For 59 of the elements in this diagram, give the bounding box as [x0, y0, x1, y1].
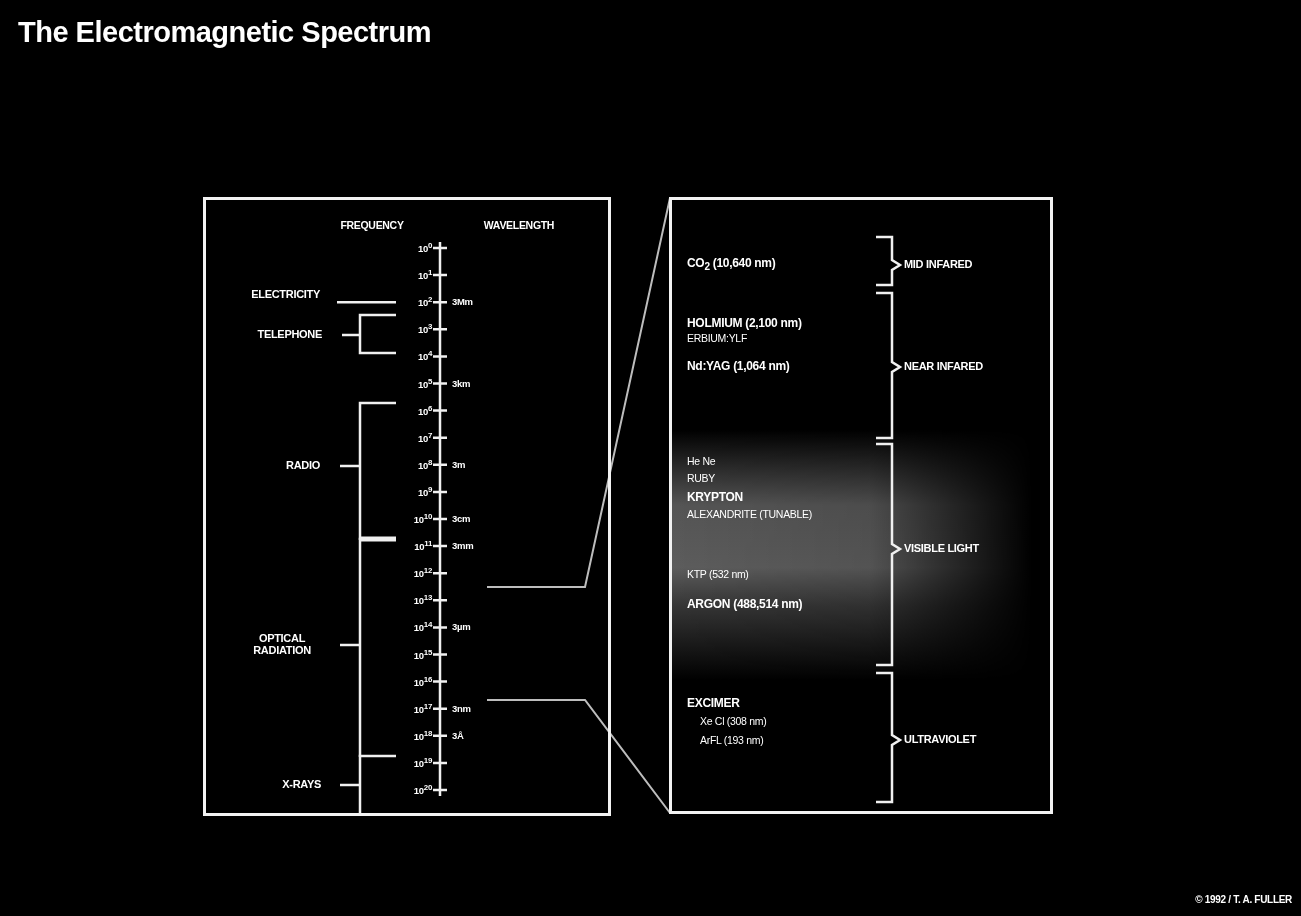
frequency-tick-label: 10$^{6}$	[417, 404, 432, 417]
band-label: NEAR INFARED	[904, 361, 983, 373]
laser-name: ERBIUM:YLF	[687, 333, 747, 345]
wavelength-label: 3km	[452, 378, 471, 389]
frequency-tick-label: 10$^{8}$	[417, 458, 432, 471]
frequency-tick-label: 10$^{7}$	[417, 431, 432, 444]
laser-name: EXCIMER	[687, 696, 740, 710]
category-label: RADIO	[286, 460, 320, 472]
laser-name: Xe Cl (308 nm)	[700, 716, 767, 728]
wavelength-label: 3m	[452, 459, 466, 470]
wavelength-label: 3µm	[452, 622, 471, 633]
laser-name: KRYPTON	[687, 490, 743, 504]
frequency-tick-label: 10$^{15}$	[413, 648, 432, 661]
wavelength-label: 3Mm	[452, 297, 473, 308]
frequency-tick-label: 10$^{11}$	[414, 540, 432, 553]
laser-name: ARGON (488,514 nm)	[687, 597, 803, 611]
wavelength-label: 3mm	[452, 541, 474, 552]
wavelength-label: 3Å	[452, 730, 464, 741]
band-label: VISIBLE LIGHT	[904, 543, 979, 555]
frequency-tick-label: 10$^{13}$	[413, 594, 432, 607]
frequency-tick-label: 10$^{20}$	[413, 783, 432, 797]
frequency-tick-label: 10$^{5}$	[417, 377, 432, 390]
panel-frame	[203, 197, 611, 816]
zoom-line	[486, 699, 671, 814]
band-label: MID INFARED	[904, 259, 973, 271]
laser-name: RUBY	[687, 473, 715, 485]
band-label: ULTRAVIOLET	[904, 734, 977, 746]
laser-name: CO$_{2}$ (10,640 nm)	[687, 257, 776, 273]
frequency-tick-label: 10$^{14}$	[413, 621, 432, 634]
frequency-tick-label: 10$^{10}$	[413, 512, 432, 526]
panel-frame	[669, 197, 1053, 814]
frequency-tick-label: 10$^{1}$	[417, 269, 432, 282]
laser-name: ArFL (193 nm)	[700, 735, 764, 747]
title: The Electromagnetic Spectrum	[18, 16, 432, 49]
laser-name: HOLMIUM (2,100 nm)	[687, 316, 802, 330]
column-header: FREQUENCY	[340, 220, 404, 232]
laser-name: KTP (532 nm)	[687, 569, 749, 581]
frequency-tick-label: 10$^{4}$	[417, 350, 432, 363]
laser-name: Nd:YAG (1,064 nm)	[687, 359, 790, 373]
category-label: OPTICAL RADIATION	[252, 633, 312, 657]
laser-name: ALEXANDRITE (TUNABLE)	[687, 509, 812, 521]
category-label: TELEPHONE	[257, 329, 322, 341]
frequency-tick-label: 10$^{17}$	[413, 702, 432, 715]
frequency-tick-label: 10$^{2}$	[417, 296, 432, 309]
frequency-tick-label: 10$^{0}$	[417, 241, 432, 255]
zoom-line	[486, 197, 671, 588]
frequency-tick-label: 10$^{19}$	[413, 756, 432, 769]
frequency-tick-label: 10$^{3}$	[417, 323, 432, 336]
wavelength-label: 3cm	[452, 514, 471, 524]
frequency-tick-label: 10$^{18}$	[413, 729, 432, 742]
laser-name: He Ne	[687, 456, 716, 468]
frequency-tick-label: 10$^{12}$	[413, 567, 432, 580]
wavelength-label: 3nm	[452, 703, 471, 714]
frequency-tick-label: 10$^{9}$	[417, 485, 432, 498]
column-header: WAVELENGTH	[483, 220, 555, 232]
category-label: ELECTRICITY	[251, 289, 320, 301]
copyright-notice: © 1992 / T. A. FULLER	[1195, 894, 1292, 906]
frequency-tick-label: 10$^{16}$	[413, 675, 432, 688]
category-label: X-RAYS	[282, 779, 321, 791]
